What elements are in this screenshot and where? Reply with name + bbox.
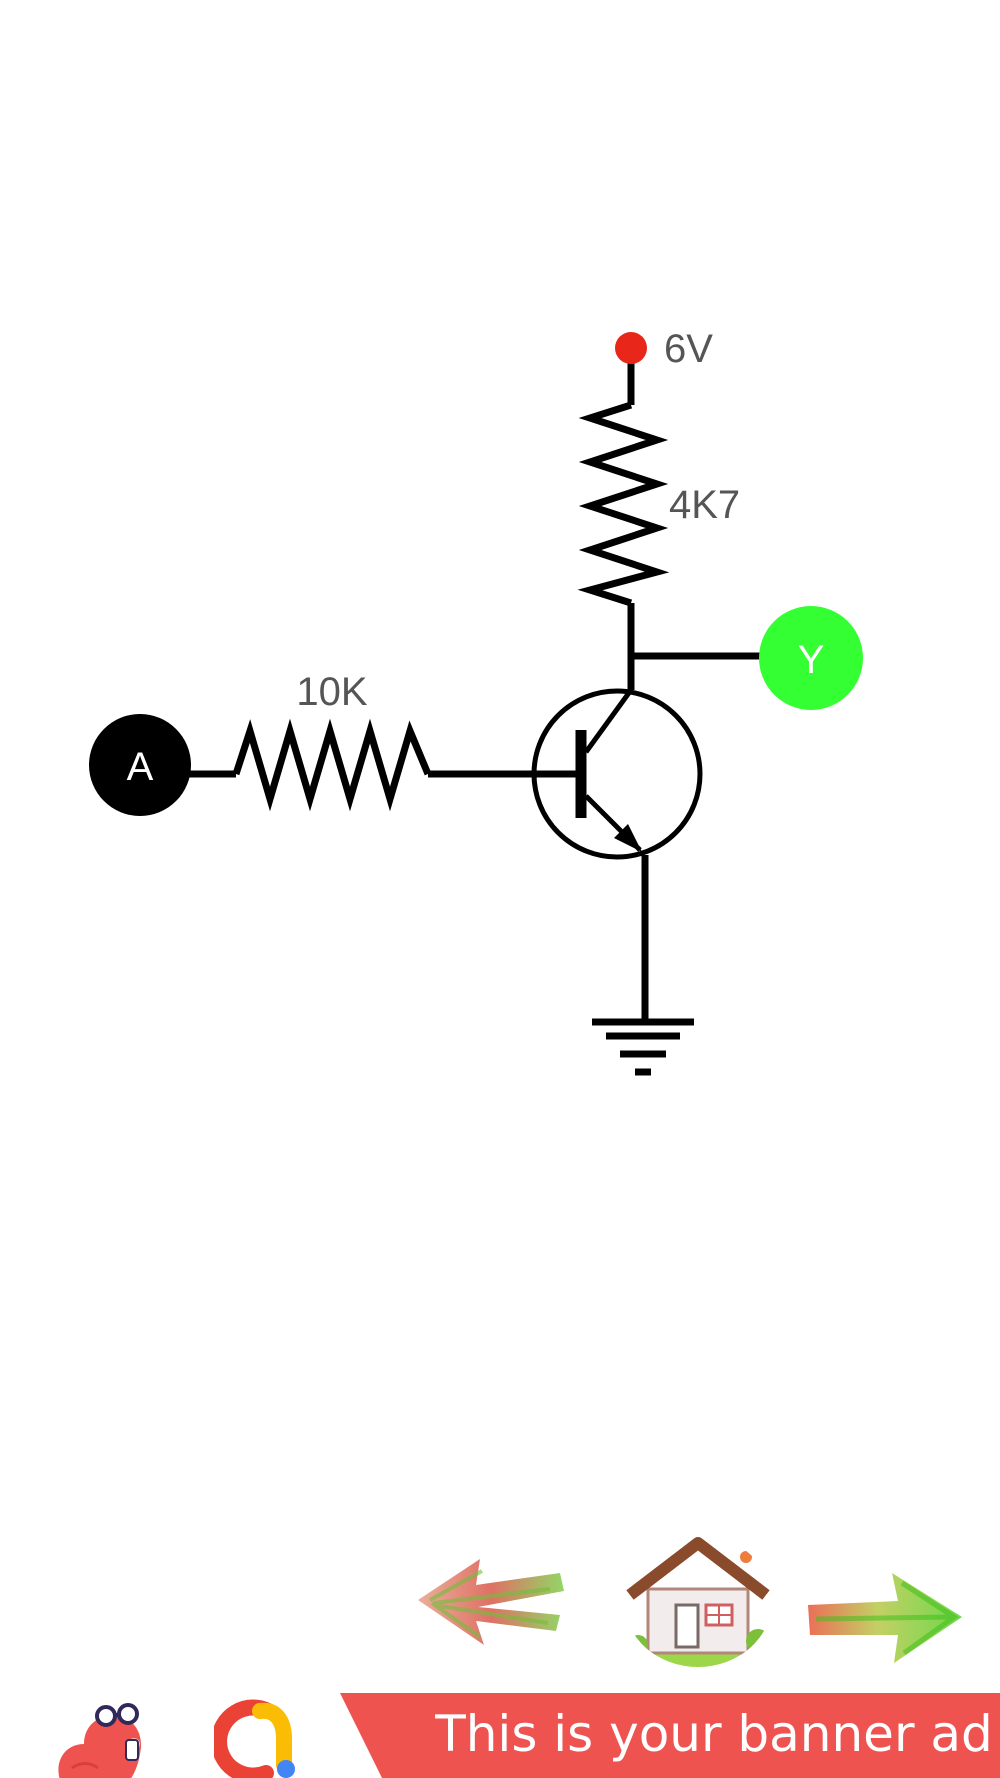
- input-node-a[interactable]: A: [89, 714, 191, 816]
- forward-arrow-icon: [808, 1573, 962, 1663]
- supply-voltage-label: 6V: [664, 327, 713, 371]
- circuit-diagram: 6V 4K7 10K A Y: [89, 327, 863, 1076]
- banner-ad[interactable]: This is your banner ad: [340, 1693, 1000, 1778]
- mascot-icon[interactable]: [50, 1700, 150, 1778]
- base-resistor: [232, 718, 432, 812]
- transistor-collector-lead: [583, 688, 634, 754]
- input-node-label: A: [127, 745, 154, 789]
- transistor-body: [531, 688, 703, 860]
- ad-logo-icon[interactable]: [214, 1699, 304, 1778]
- forward-button[interactable]: [802, 1561, 970, 1673]
- npn-transistor: [531, 688, 703, 860]
- back-button[interactable]: [410, 1545, 570, 1655]
- supply-terminal: [615, 332, 647, 364]
- output-node-label: Y: [798, 638, 825, 682]
- output-node-y: Y: [759, 606, 863, 710]
- banner-background: [340, 1693, 1000, 1778]
- ad-bar: This is your banner ad: [0, 1690, 1000, 1778]
- banner-ad-text: This is your banner ad: [435, 1705, 993, 1763]
- collector-resistor-label: 4K7: [669, 483, 740, 527]
- home-button[interactable]: [622, 1533, 774, 1669]
- collector-resistor: [577, 401, 670, 607]
- home-icon: [624, 1535, 772, 1667]
- back-arrow-icon: [418, 1559, 564, 1645]
- base-resistor-label: 10K: [296, 670, 367, 714]
- emitter-arrow: [614, 824, 642, 852]
